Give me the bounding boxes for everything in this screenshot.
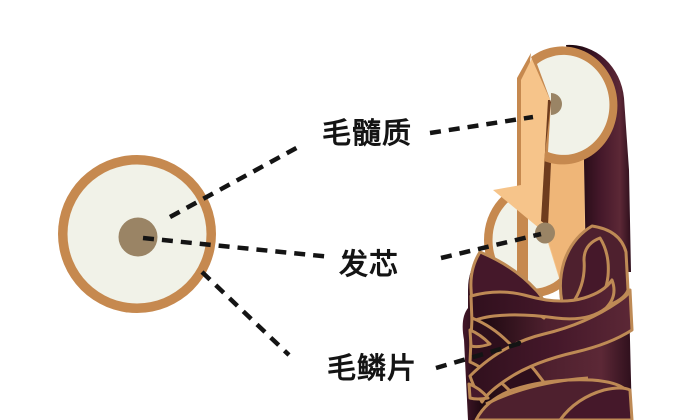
leader-lines (142, 114, 542, 371)
cuticle-scale (468, 328, 492, 349)
leader-cuticle-left (200, 270, 291, 357)
cuticle-scale (467, 382, 490, 401)
leader-cuticle-right (435, 340, 522, 371)
top-core-dot (551, 93, 562, 115)
cuticle-scales (462, 224, 634, 420)
cuticle-scale (558, 386, 634, 420)
label-core: 发芯 (339, 249, 400, 281)
cuticle-scale (469, 278, 616, 324)
top-disc-medulla (537, 54, 610, 155)
leader-core-left (142, 235, 332, 260)
leader-medulla-left (168, 144, 302, 219)
core-dot (118, 217, 158, 257)
hair-strand (462, 44, 634, 420)
label-medulla: 毛髓质 (322, 118, 413, 150)
left-cross-section (58, 155, 216, 313)
leader-terminal-dot (516, 340, 522, 346)
scale-edge-line (485, 376, 589, 406)
leader-core-right (440, 231, 542, 261)
lower-core-dot (535, 222, 555, 244)
leader-medulla-right (429, 114, 534, 136)
label-cuticle: 毛鳞片 (327, 353, 418, 385)
